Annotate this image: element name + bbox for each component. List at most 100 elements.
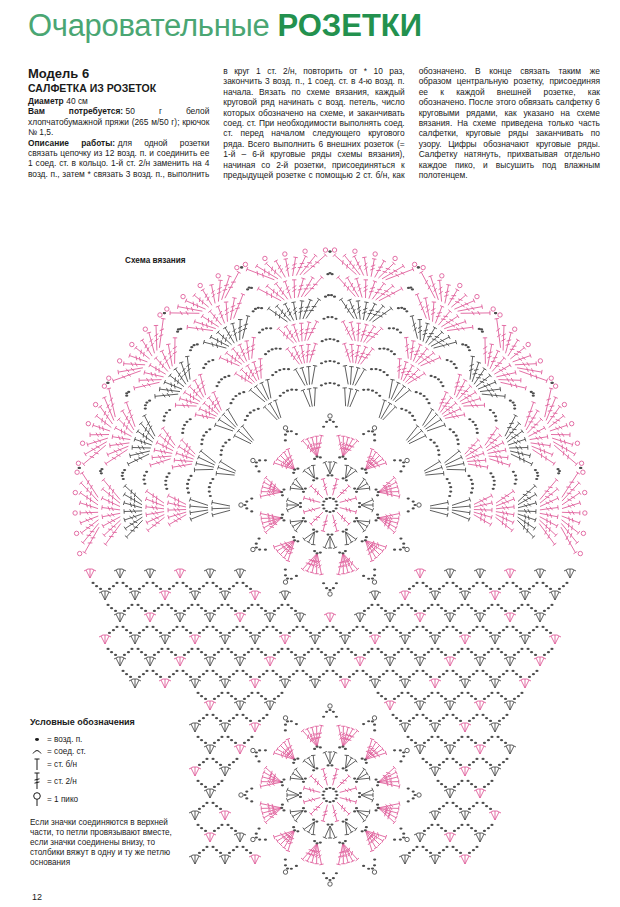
picot xyxy=(373,252,377,256)
chain-stitch xyxy=(557,472,560,474)
chain-stitch xyxy=(230,827,233,829)
chain-stitch xyxy=(247,695,250,697)
chain-stitch xyxy=(325,626,328,628)
chain-stitch xyxy=(397,695,400,697)
chain-stitch xyxy=(485,585,488,587)
picot xyxy=(239,793,243,797)
chain-stitch xyxy=(421,714,424,716)
chain-stitch xyxy=(280,692,283,694)
chain-stitch xyxy=(198,852,201,854)
chain-stitch xyxy=(170,651,173,653)
picot xyxy=(107,376,111,380)
chain-stitch xyxy=(145,471,148,473)
chain-stitch xyxy=(213,654,216,656)
chain-stitch xyxy=(519,676,522,678)
chain-stitch xyxy=(328,709,331,711)
chain-stitch xyxy=(500,739,503,741)
chain-stitch xyxy=(545,629,548,631)
chain-stitch xyxy=(211,582,214,584)
legend-note: Если значки соединяются в верхней части,… xyxy=(30,818,182,868)
chain-stitch xyxy=(174,610,177,612)
chain-stitch xyxy=(202,367,205,369)
chain-stitch xyxy=(459,808,462,810)
chain-stitch xyxy=(219,808,222,810)
chain-stitch xyxy=(442,585,445,587)
chain-stitch xyxy=(391,714,394,716)
picot xyxy=(440,274,444,278)
chain-stitch xyxy=(219,632,222,634)
chain-stitch xyxy=(361,540,364,542)
chain-stitch xyxy=(211,478,214,480)
picot xyxy=(198,283,202,287)
field-value: 40 см xyxy=(66,96,88,106)
chain-stitch xyxy=(145,670,148,672)
chain-stitch xyxy=(373,724,376,726)
page-title-bold: РОЗЕТКИ xyxy=(277,8,422,43)
chain-stitch xyxy=(348,632,351,634)
chain-stitch xyxy=(262,629,265,631)
paragraph: САЛФЕТКА ИЗ РОЗЕТОК xyxy=(28,82,209,95)
chain-stitch xyxy=(325,877,328,879)
chain-stitch xyxy=(322,797,325,799)
chain-stitch xyxy=(243,504,246,506)
chain-stitch xyxy=(205,670,208,672)
chain-stitch xyxy=(342,477,345,479)
chain-stitch xyxy=(445,670,448,672)
chain-stitch xyxy=(437,449,440,451)
chain-stitch xyxy=(200,695,203,697)
chain-stitch xyxy=(187,492,190,494)
chain-stitch xyxy=(142,673,145,675)
chain-stitch xyxy=(129,588,132,590)
chain-stitch xyxy=(370,368,373,370)
chain-stitch xyxy=(338,746,341,748)
chain-stitch xyxy=(411,415,414,417)
chain-stitch xyxy=(491,476,494,478)
chain-stitch xyxy=(175,582,178,584)
chain-stitch xyxy=(322,318,325,320)
chain-stitch xyxy=(243,654,246,656)
chain-stitch xyxy=(235,758,238,760)
chain-stitch xyxy=(377,517,380,519)
chain-stitch xyxy=(471,483,474,485)
picot xyxy=(417,503,421,507)
chain-stitch xyxy=(455,629,458,631)
chain-stitch xyxy=(202,629,205,631)
chain-stitch xyxy=(371,868,374,870)
chain-stitch xyxy=(228,588,231,590)
chain-stitch xyxy=(373,729,376,731)
chain-stitch xyxy=(519,588,522,590)
chain-stitch xyxy=(410,739,413,741)
chain-stitch xyxy=(325,510,328,512)
chain-stitch xyxy=(145,402,148,404)
chain-stitch xyxy=(318,632,321,634)
chain-stitch xyxy=(275,673,278,675)
chain-stitch xyxy=(200,827,203,829)
chain-stitch xyxy=(376,692,379,694)
chain-stitch xyxy=(292,472,295,474)
chain-stitch xyxy=(125,673,128,675)
chain-stitch xyxy=(453,654,456,656)
chain-stitch xyxy=(490,824,493,826)
chain-stitch xyxy=(440,651,443,653)
chain-stitch xyxy=(95,585,98,587)
chain-stitch xyxy=(367,868,370,870)
chain-stitch xyxy=(371,390,374,392)
chain-stitch xyxy=(520,604,523,606)
chain-stitch xyxy=(288,676,291,678)
chain-stitch xyxy=(290,578,293,580)
chain-stitch xyxy=(163,312,166,314)
chain-stitch xyxy=(421,626,424,628)
project-title: САЛФЕТКА ИЗ РОЗЕТОК xyxy=(28,82,209,95)
chain-stitch xyxy=(399,760,402,762)
chain-stitch xyxy=(332,338,335,340)
chain-stitch xyxy=(165,488,168,490)
chain-stitch xyxy=(125,585,128,587)
chain-stitch xyxy=(267,350,270,352)
chain-stitch xyxy=(327,823,330,825)
chain-stitch xyxy=(279,348,282,350)
chain-stitch xyxy=(157,607,160,609)
chain-stitch xyxy=(365,472,368,474)
chain-stitch xyxy=(78,467,81,469)
chain-stitch xyxy=(279,395,282,397)
chain-stitch xyxy=(213,698,216,700)
